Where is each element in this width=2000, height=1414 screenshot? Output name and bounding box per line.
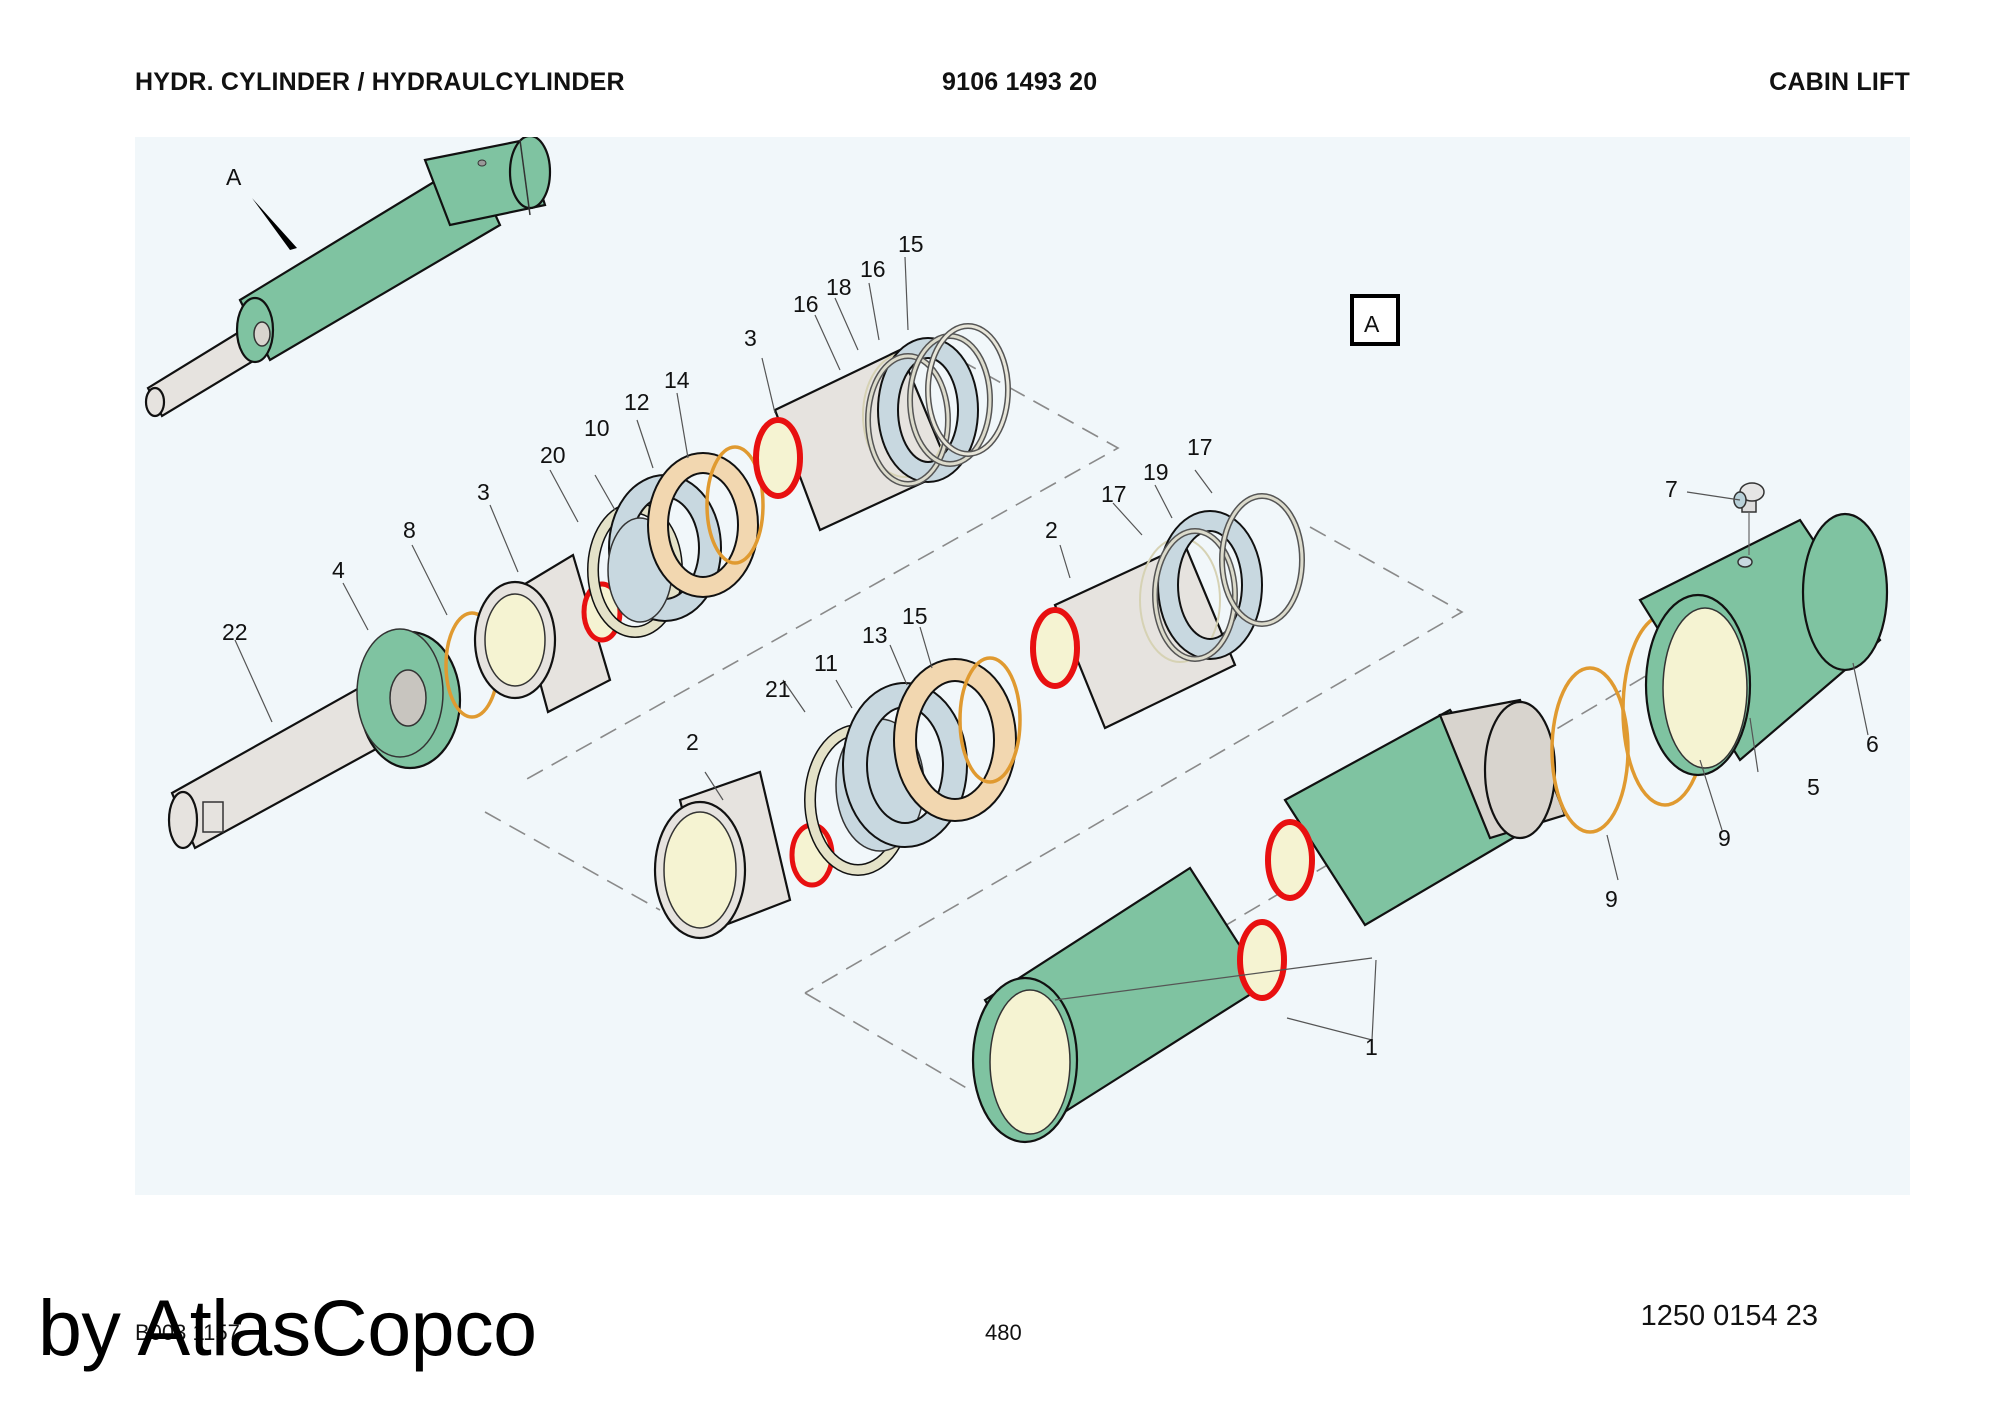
part-9-o-ring-a	[1550, 666, 1630, 834]
view-box-label: A	[1364, 311, 1380, 337]
callout-18: 18	[826, 274, 852, 300]
callout-9: 9	[1605, 886, 1618, 912]
part-2-piston-upper	[1030, 493, 1305, 730]
callout-labels: 1 2 2 3 3 4 5 6 7 8 9 9 10 11 12 13 14 1…	[222, 231, 1879, 1060]
part-3-piston-upper	[753, 323, 1011, 532]
section-name: CABIN LIFT	[1769, 68, 1910, 96]
exploded-view-diagram: A A	[135, 137, 1910, 1332]
callout-9: 9	[1718, 825, 1731, 851]
callout-20: 20	[540, 442, 566, 468]
callout-15: 15	[898, 231, 924, 257]
callout-16: 16	[793, 291, 819, 317]
view-marker-label: A	[226, 164, 242, 190]
callout-3: 3	[744, 325, 757, 351]
view-box	[1350, 294, 1400, 346]
callout-10: 10	[584, 415, 610, 441]
view-arrow-icon	[252, 198, 297, 250]
drawing-number: 1250 0154 23	[1640, 1300, 1818, 1332]
callout-17: 17	[1101, 481, 1127, 507]
callout-14: 14	[664, 367, 690, 393]
assembly-guide-lower	[484, 811, 661, 911]
watermark: by AtlasCopco	[38, 1283, 537, 1372]
callout-2: 2	[1045, 517, 1058, 543]
assembly-guide-middle	[804, 526, 1464, 994]
upper-seal-stack	[587, 445, 765, 638]
callout-8: 8	[403, 517, 416, 543]
part-4-gland-nut	[356, 628, 462, 770]
callout-17: 17	[1187, 434, 1213, 460]
footer-code: B003 1157	[135, 1320, 240, 1345]
page-number: 480	[985, 1320, 1022, 1345]
leader-lines	[234, 256, 1869, 1041]
callout-19: 19	[1143, 459, 1169, 485]
part-1-cylinder-tube	[971, 698, 1567, 1144]
diagram-canvas: A A	[144, 137, 1889, 1144]
assembly-guide-upper	[524, 359, 1120, 781]
callout-7: 7	[1665, 476, 1678, 502]
callout-4: 4	[332, 557, 345, 583]
callout-6: 6	[1866, 731, 1879, 757]
part-22-piston-rod	[167, 666, 422, 850]
callout-15: 15	[902, 603, 928, 629]
callout-5: 5	[1807, 774, 1820, 800]
callout-12: 12	[624, 389, 650, 415]
part-number: 9106 1493 20	[942, 68, 1098, 96]
part-7-elbow-fitting	[1733, 482, 1765, 555]
callout-3: 3	[477, 479, 490, 505]
callout-11: 11	[814, 650, 838, 676]
callout-2: 2	[686, 729, 699, 755]
overview-cylinder	[144, 137, 552, 418]
lower-seal-stack	[804, 656, 1022, 876]
document-title: HYDR. CYLINDER / HYDRAULCYLINDER	[135, 68, 625, 96]
callout-16: 16	[860, 256, 886, 282]
callout-1: 1	[1365, 1034, 1378, 1060]
callout-21: 21	[765, 676, 791, 702]
part-2-bushing-lower	[653, 770, 835, 940]
callout-22: 22	[222, 619, 248, 645]
part-5-cylinder-head	[1638, 512, 1889, 777]
callout-13: 13	[862, 622, 888, 648]
assembly-guide-bottom	[804, 992, 971, 1091]
